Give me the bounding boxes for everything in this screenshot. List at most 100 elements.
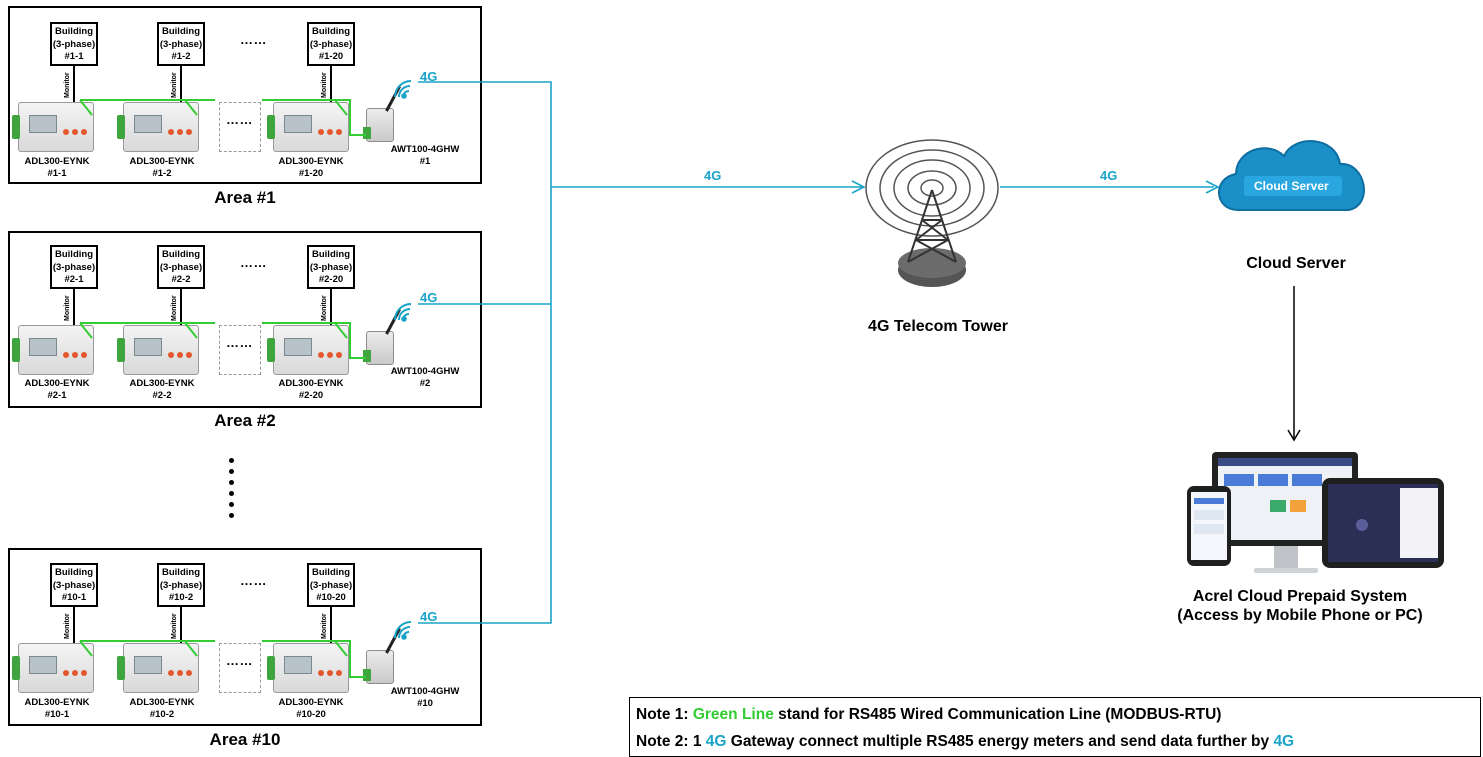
monitor-wire [180, 607, 182, 643]
ellipsis: …… [240, 255, 267, 270]
monitor-wire [73, 289, 75, 325]
building-label: Building [312, 567, 350, 578]
building-id: #2-1 [64, 274, 84, 285]
building-id: #1-1 [64, 51, 84, 62]
energy-meter [117, 102, 199, 152]
building-id: #10-20 [316, 592, 346, 603]
energy-meter [12, 325, 94, 375]
arrow-to-tower [851, 180, 866, 194]
monitor-wire [330, 607, 332, 643]
ellipsis: …… [226, 112, 253, 127]
energy-meter [267, 325, 349, 375]
meter-label: ADL300-EYNK#10-20 [278, 697, 344, 720]
building-label: Building [162, 249, 200, 260]
4g-gateway [363, 308, 401, 365]
cellular-links [418, 81, 1214, 624]
building-phase: (3-phase) [159, 579, 203, 591]
building-phase: (3-phase) [159, 261, 203, 273]
building-box: Building(3-phase)#2-20 [307, 245, 355, 289]
4g-gateway [363, 627, 401, 684]
ellipsis: …… [226, 653, 253, 668]
monitor-wire [180, 289, 182, 325]
meter-label: ADL300-EYNK#10-1 [24, 697, 90, 720]
building-box: Building(3-phase)#1-1 [50, 22, 98, 66]
energy-meter [117, 643, 199, 693]
ellipsis: …… [240, 573, 267, 588]
signal-label: 4G [420, 609, 438, 624]
building-id: #2-20 [318, 274, 344, 285]
monitor-wire [330, 66, 332, 102]
monitor-wire [73, 66, 75, 102]
monitor-wire [330, 289, 332, 325]
building-label: Building [55, 249, 93, 260]
system-subtitle: (Access by Mobile Phone or PC) [1177, 607, 1423, 624]
building-box: Building(3-phase)#10-20 [307, 563, 355, 607]
building-phase: (3-phase) [159, 38, 203, 50]
building-phase: (3-phase) [309, 38, 353, 50]
building-phase: (3-phase) [52, 261, 96, 273]
telecom-tower-icon [865, 139, 999, 287]
signal-label: 4G [420, 290, 438, 305]
building-id: #1-2 [171, 51, 191, 62]
tower-label: 4G Telecom Tower [868, 318, 1008, 335]
gateway-label: AWT100-4GHW#10 [390, 686, 460, 709]
building-box: Building(3-phase)#1-20 [307, 22, 355, 66]
link-label-to-tower: 4G [704, 168, 722, 183]
meter-label: ADL300-EYNK#1-1 [24, 156, 90, 179]
building-id: #10-1 [61, 592, 87, 603]
area-label-1: Area #1 [214, 188, 276, 207]
signal-label: 4G [420, 69, 438, 84]
meter-label: ADL300-EYNK#2-2 [129, 378, 195, 401]
area-label-2: Area #2 [214, 411, 276, 430]
4g-highlight: 4G [1273, 733, 1295, 750]
energy-meter [12, 643, 94, 693]
notes-box: Note 1: Green Line stand for RS485 Wired… [629, 697, 1481, 757]
meter-label: ADL300-EYNK#2-20 [278, 378, 344, 401]
area-label-10: Area #10 [209, 730, 281, 749]
building-label: Building [55, 26, 93, 37]
building-phase: (3-phase) [309, 261, 353, 273]
building-label: Building [312, 26, 350, 37]
wifi-icon [394, 80, 412, 99]
meter-label: ADL300-EYNK#1-2 [129, 156, 195, 179]
building-box: Building(3-phase)#2-2 [157, 245, 205, 289]
meter-label: ADL300-EYNK#10-2 [129, 697, 195, 720]
building-box: Building(3-phase)#1-2 [157, 22, 205, 66]
mobile-phone-icon [1187, 486, 1231, 566]
system-title: Acrel Cloud Prepaid System [1192, 588, 1408, 605]
more-areas-ellipsis [229, 458, 235, 524]
building-phase: (3-phase) [309, 579, 353, 591]
gateway-label: AWT100-4GHW#2 [390, 366, 460, 389]
cloud-icon [1218, 140, 1365, 211]
building-label: Building [162, 26, 200, 37]
ellipsis: …… [240, 32, 267, 47]
building-box: Building(3-phase)#10-2 [157, 563, 205, 607]
omitted-meters-box [219, 643, 261, 693]
meter-label: ADL300-EYNK#2-1 [24, 378, 90, 401]
system-label: Acrel Cloud Prepaid System (Access by Mo… [1160, 587, 1440, 625]
energy-meter [267, 643, 349, 693]
cloud-server-label: Cloud Server [1246, 255, 1346, 272]
omitted-meters-box [219, 102, 261, 152]
monitor-wire [180, 66, 182, 102]
building-phase: (3-phase) [52, 579, 96, 591]
monitor-wire [73, 607, 75, 643]
meter-label: ADL300-EYNK#1-20 [278, 156, 344, 179]
tablet-icon [1322, 478, 1444, 568]
cloud-badge-text: Cloud Server [1254, 179, 1329, 193]
wifi-icon [394, 303, 412, 322]
omitted-meters-box [219, 325, 261, 375]
4g-highlight: 4G [705, 733, 727, 750]
note-1: Note 1: Green Line stand for RS485 Wired… [636, 706, 1222, 723]
building-id: #2-2 [171, 274, 191, 285]
building-id: #1-20 [318, 51, 344, 62]
rs485-bus [79, 99, 366, 678]
wifi-icon [394, 621, 412, 640]
pc-monitor-icon [1212, 452, 1358, 573]
energy-meter [267, 102, 349, 152]
energy-meter [117, 325, 199, 375]
building-id: #10-2 [168, 592, 194, 603]
building-box: Building(3-phase)#2-1 [50, 245, 98, 289]
arrow-to-cloud [1205, 180, 1220, 194]
